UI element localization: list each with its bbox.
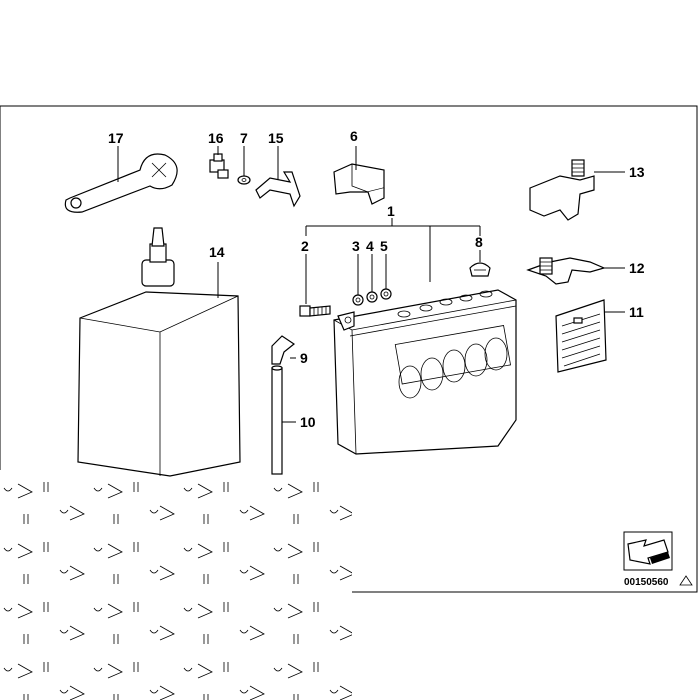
part-8-plug xyxy=(469,250,491,277)
callout-9: 9 xyxy=(300,350,308,366)
part-7-washer xyxy=(237,146,251,185)
part-13-terminal-clamp xyxy=(529,159,625,221)
callout-10: 10 xyxy=(300,414,316,430)
revision-triangle-icon xyxy=(679,575,693,586)
callout-1: 1 xyxy=(387,203,395,219)
callout-8: 8 xyxy=(475,234,483,250)
reference-box: 00150560 xyxy=(623,531,693,588)
callout-17: 17 xyxy=(108,130,124,146)
callout-5: 5 xyxy=(380,238,388,254)
callout-6: 6 xyxy=(350,128,358,144)
callout-labels: 17 16 7 15 6 13 1 2 3 4 5 8 14 12 11 9 1… xyxy=(108,128,645,430)
direction-arrow-icon xyxy=(627,539,670,565)
part-10-vent-hose xyxy=(271,365,296,475)
diagram-frame xyxy=(0,105,698,593)
callout-2: 2 xyxy=(301,238,309,254)
part-2-screw xyxy=(299,254,331,317)
callout-13: 13 xyxy=(629,164,645,180)
part-16-vent-nipple xyxy=(209,146,229,179)
callout-16: 16 xyxy=(208,130,224,146)
part-15-bracket xyxy=(255,146,301,208)
callout-4: 4 xyxy=(366,238,374,254)
battery-terminal-bracket xyxy=(337,311,355,331)
callout-11: 11 xyxy=(629,304,644,320)
callout-3: 3 xyxy=(352,238,360,254)
part-11-warning-label xyxy=(555,299,625,373)
watermark-pattern xyxy=(0,470,352,700)
callout-12: 12 xyxy=(629,260,645,276)
part-12-terminal-clamp xyxy=(526,257,625,285)
part-6-terminal-cover xyxy=(333,146,385,205)
battery-cells xyxy=(394,325,511,399)
battery-filler-plugs xyxy=(397,290,493,318)
part-14-water-bottle xyxy=(77,227,241,477)
part-9-vent-elbow xyxy=(271,335,296,365)
reference-number: 00150560 xyxy=(624,577,669,588)
part-1-battery xyxy=(305,218,517,455)
callout-14: 14 xyxy=(209,244,225,260)
callout-7: 7 xyxy=(240,130,248,146)
callout-15: 15 xyxy=(268,130,284,146)
part-17-wrench xyxy=(64,146,178,213)
parts-3-4-5-washers xyxy=(352,254,392,306)
